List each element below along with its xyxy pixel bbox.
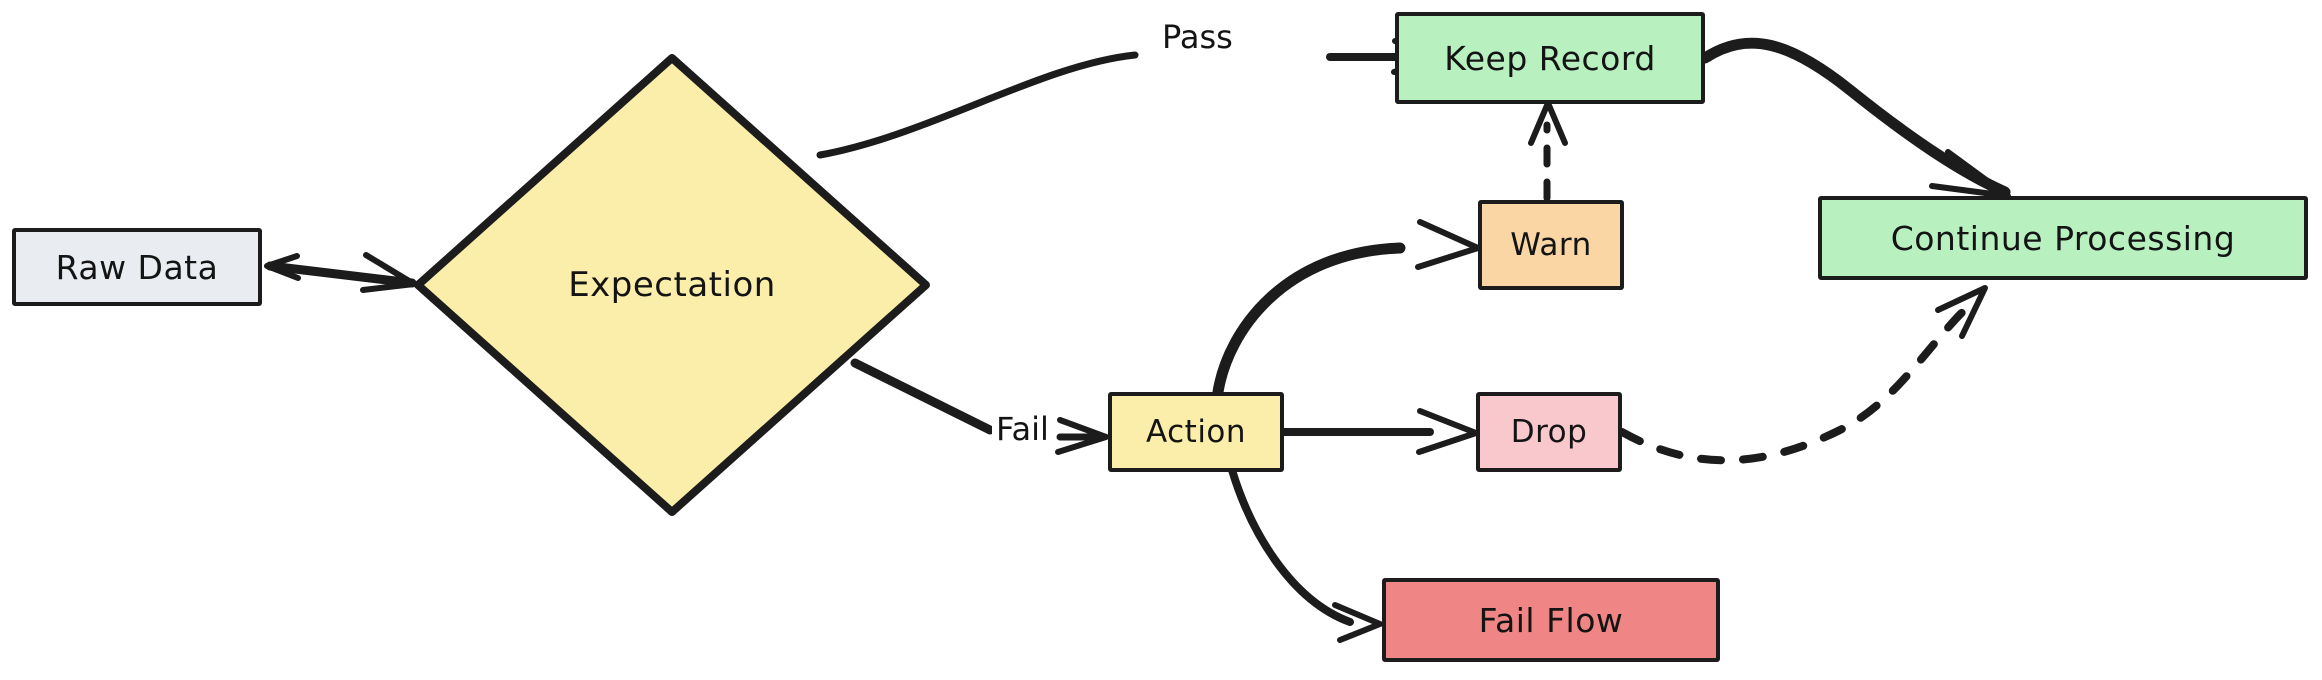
edge-label-fail: Fail bbox=[992, 410, 1053, 448]
node-keep-record[interactable]: Keep Record bbox=[1395, 12, 1705, 104]
edge-action-warn bbox=[1212, 219, 1481, 398]
edge-raw-data-expectation bbox=[264, 252, 417, 293]
diamond-shape bbox=[414, 54, 930, 516]
node-raw-data[interactable]: Raw Data bbox=[12, 228, 262, 306]
node-action-label: Action bbox=[1145, 414, 1247, 450]
node-expectation-label: Expectation bbox=[568, 265, 776, 305]
node-continue-processing[interactable]: Continue Processing bbox=[1818, 196, 2308, 280]
node-continue-processing-label: Continue Processing bbox=[1890, 218, 2236, 258]
edge-keep-record-continue bbox=[1699, 37, 2011, 199]
node-warn[interactable]: Warn bbox=[1478, 200, 1624, 290]
node-action[interactable]: Action bbox=[1108, 392, 1284, 472]
node-expectation[interactable]: Expectation bbox=[412, 52, 932, 518]
edge-label-pass: Pass bbox=[1158, 18, 1237, 56]
node-fail-flow-label: Fail Flow bbox=[1478, 600, 1624, 640]
node-raw-data-label: Raw Data bbox=[55, 247, 219, 287]
node-drop-label: Drop bbox=[1510, 414, 1588, 450]
node-keep-record-label: Keep Record bbox=[1444, 38, 1656, 78]
edge-action-fail-flow bbox=[1228, 466, 1383, 643]
node-drop[interactable]: Drop bbox=[1476, 392, 1622, 472]
edge-action-drop bbox=[1279, 408, 1479, 455]
edge-warn-keep-record bbox=[1528, 100, 1568, 202]
node-fail-flow[interactable]: Fail Flow bbox=[1382, 578, 1720, 662]
edge-drop-continue bbox=[1618, 285, 1988, 465]
edge-expectation-action bbox=[850, 358, 1109, 455]
node-warn-label: Warn bbox=[1510, 227, 1592, 263]
